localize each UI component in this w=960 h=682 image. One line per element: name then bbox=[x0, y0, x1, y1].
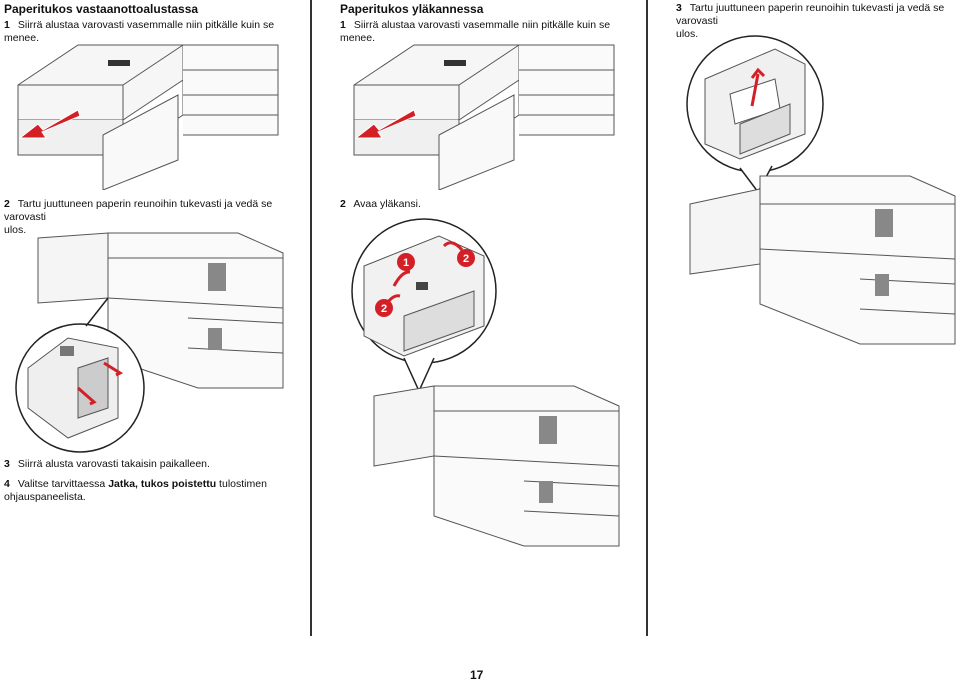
printer-open-top-cover-illustration: 1 2 2 bbox=[351, 218, 620, 547]
col3-step-3-instruction-line2: ulos. bbox=[676, 28, 699, 40]
step-4-instruction-line2: ohjauspaneelista. bbox=[4, 491, 86, 503]
step-number: 1 bbox=[340, 19, 346, 31]
col3-step-3-instruction-line1: Tartu juuttuneen paperin reunoihin tukev… bbox=[676, 2, 945, 27]
step-2-instruction-line2: ulos. bbox=[4, 224, 27, 236]
col3-step-3-text: 3 Tartu juuttuneen paperin reunoihin tuk… bbox=[676, 2, 958, 41]
step-3-instruction: Siirrä alusta varovasti takaisin paikall… bbox=[17, 458, 210, 470]
section-heading-output-tray: Paperitukos vastaanottoalustassa bbox=[4, 2, 199, 16]
red-arrow-left-2 bbox=[354, 109, 417, 139]
callout-number-1: 1 bbox=[403, 257, 409, 269]
red-arrow-up bbox=[750, 67, 766, 107]
printer-remove-jam-top-illustration bbox=[686, 35, 956, 345]
printer-slide-tray-illustration-2 bbox=[353, 44, 615, 190]
page-number: 17 bbox=[470, 668, 484, 682]
printer-slide-tray-illustration bbox=[17, 44, 279, 190]
step-1-instruction: Siirrä alustaa varovasti vasemmalle niin… bbox=[4, 19, 275, 44]
step-number: 1 bbox=[4, 19, 10, 31]
col2-step-1-text: 1 Siirrä alustaa varovasti vasemmalle ni… bbox=[340, 19, 640, 45]
step-number: 2 bbox=[4, 198, 10, 210]
column-divider-left bbox=[310, 0, 312, 636]
step-2-text: 2 Tartu juuttuneen paperin reunoihin tuk… bbox=[4, 198, 304, 237]
step-2-instruction-line1: Tartu juuttuneen paperin reunoihin tukev… bbox=[4, 198, 273, 223]
col2-step-1-instruction: Siirrä alustaa varovasti vasemmalle niin… bbox=[340, 19, 611, 44]
printer-pull-paper-illustration bbox=[15, 232, 284, 453]
step-4-instruction-pre: Valitse tarvittaessa bbox=[17, 478, 109, 490]
col2-step-2-instruction: Avaa yläkansi. bbox=[353, 198, 421, 210]
section-heading-top-cover: Paperitukos yläkannessa bbox=[340, 2, 484, 16]
callout-number-2: 2 bbox=[463, 253, 469, 265]
step-number: 4 bbox=[4, 478, 10, 490]
step-4-text: 4 Valitse tarvittaessa Jatka, tukos pois… bbox=[4, 478, 304, 504]
red-arrow-down bbox=[103, 361, 124, 377]
step-4-instruction-post: tulostimen bbox=[216, 478, 267, 490]
callout-number-2b: 2 bbox=[381, 303, 387, 315]
column-divider-right bbox=[646, 0, 648, 636]
step-number: 2 bbox=[340, 198, 346, 210]
step-3-text: 3 Siirrä alusta varovasti takaisin paika… bbox=[4, 458, 304, 471]
step-number: 3 bbox=[676, 2, 682, 14]
step-1-text: 1 Siirrä alustaa varovasti vasemmalle ni… bbox=[4, 19, 304, 45]
col2-step-2-text: 2 Avaa yläkansi. bbox=[340, 198, 640, 211]
red-arrow-down-2 bbox=[77, 386, 97, 406]
red-arrow-left bbox=[18, 109, 81, 139]
step-4-instruction-bold: Jatka, tukos poistettu bbox=[108, 478, 217, 490]
step-number: 3 bbox=[4, 458, 10, 470]
